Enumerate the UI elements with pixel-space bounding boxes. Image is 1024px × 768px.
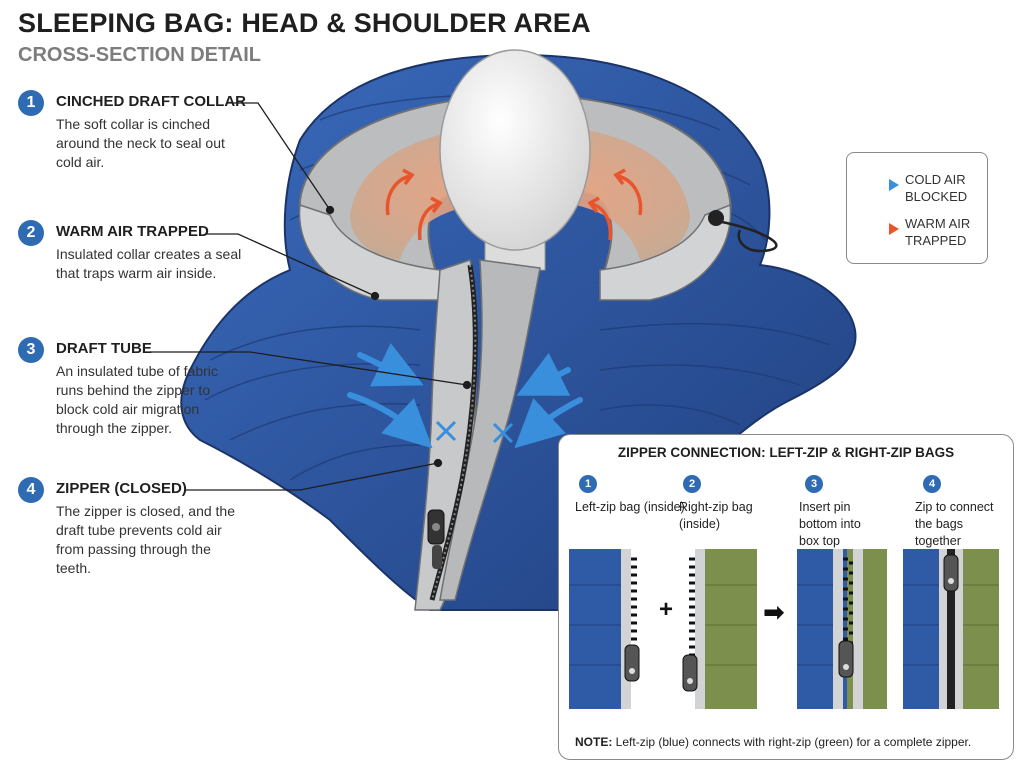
step-number-badge: 2 [683,475,701,493]
blue-arrow-icon [863,179,899,191]
right-zip-bag-swatch [682,549,757,709]
zipped-together-swatch [903,549,999,709]
callout-text: The soft collar is cinched around the ne… [56,116,225,170]
step-number-badge: 1 [579,475,597,493]
callout-title: DRAFT TUBE [56,340,152,357]
step-number-badge: 3 [805,475,823,493]
zipper-pull-icon [943,554,959,592]
zipper-connection-panel: ZIPPER CONNECTION: LEFT-ZIP & RIGHT-ZIP … [558,434,1014,760]
callout-4: 4 ZIPPER (CLOSED) The zipper is closed, … [18,477,248,607]
zipper [427,264,478,601]
callout-1: 1 CINCHED DRAFT COLLAR The soft collar i… [18,90,248,180]
step-number-badge: 1 [18,90,44,116]
step-number-badge: 4 [18,477,44,503]
blocked-x-icon [435,420,514,444]
page-title: SLEEPING BAG: HEAD & SHOULDER AREA [18,8,591,38]
callout-text: An insulated tube of fabric runs behind … [56,363,218,436]
callout-3: 3 DRAFT TUBE An insulated tube of fabric… [18,337,248,447]
page-subtitle: CROSS-SECTION DETAIL [18,44,261,66]
inset-title: ZIPPER CONNECTION: LEFT-ZIP & RIGHT-ZIP … [617,445,955,460]
zipper-pull-icon [838,640,854,678]
arrow-right-icon: ➡ [763,598,785,628]
leader-lines [150,102,472,491]
orange-arrow-icon [863,223,899,235]
callout-text: Insulated collar creates a seal that tra… [56,246,242,281]
callout-2: 2 WARM AIR TRAPPED Insulated collar crea… [18,220,248,310]
inset-note: NOTE: Left-zip (blue) connects with righ… [575,735,972,749]
callout-text: The zipper is closed, and the draft tube… [56,503,235,576]
step-number-badge: 2 [18,220,44,246]
zipper-pull-icon [624,644,640,682]
step-number-badge: 3 [18,337,44,363]
step-text: Insert pin bottom into box top [799,500,861,548]
draft-collar [298,93,778,301]
zipper-steps-illustration: + ➡ [569,549,999,709]
step-number-badge: 4 [923,475,941,493]
callout-title: CINCHED DRAFT COLLAR [56,93,246,110]
callout-title: WARM AIR TRAPPED [56,223,209,240]
insert-pin-swatch [797,549,887,709]
left-zip-bag-swatch [569,549,640,709]
cord-lock-icon [708,210,724,226]
step-text: Zip to connect the bags together [915,500,994,548]
cold-air-arrows [347,343,583,449]
step-text: Left-zip bag (inside) [575,500,685,514]
mannequin-head [439,49,591,271]
step-text: Right-zip bag (inside) [679,500,753,531]
zipper-pull-icon [682,654,698,692]
plus-sign: + [659,596,673,623]
warm-air-arrows [385,168,643,241]
callout-title: ZIPPER (CLOSED) [56,480,187,497]
